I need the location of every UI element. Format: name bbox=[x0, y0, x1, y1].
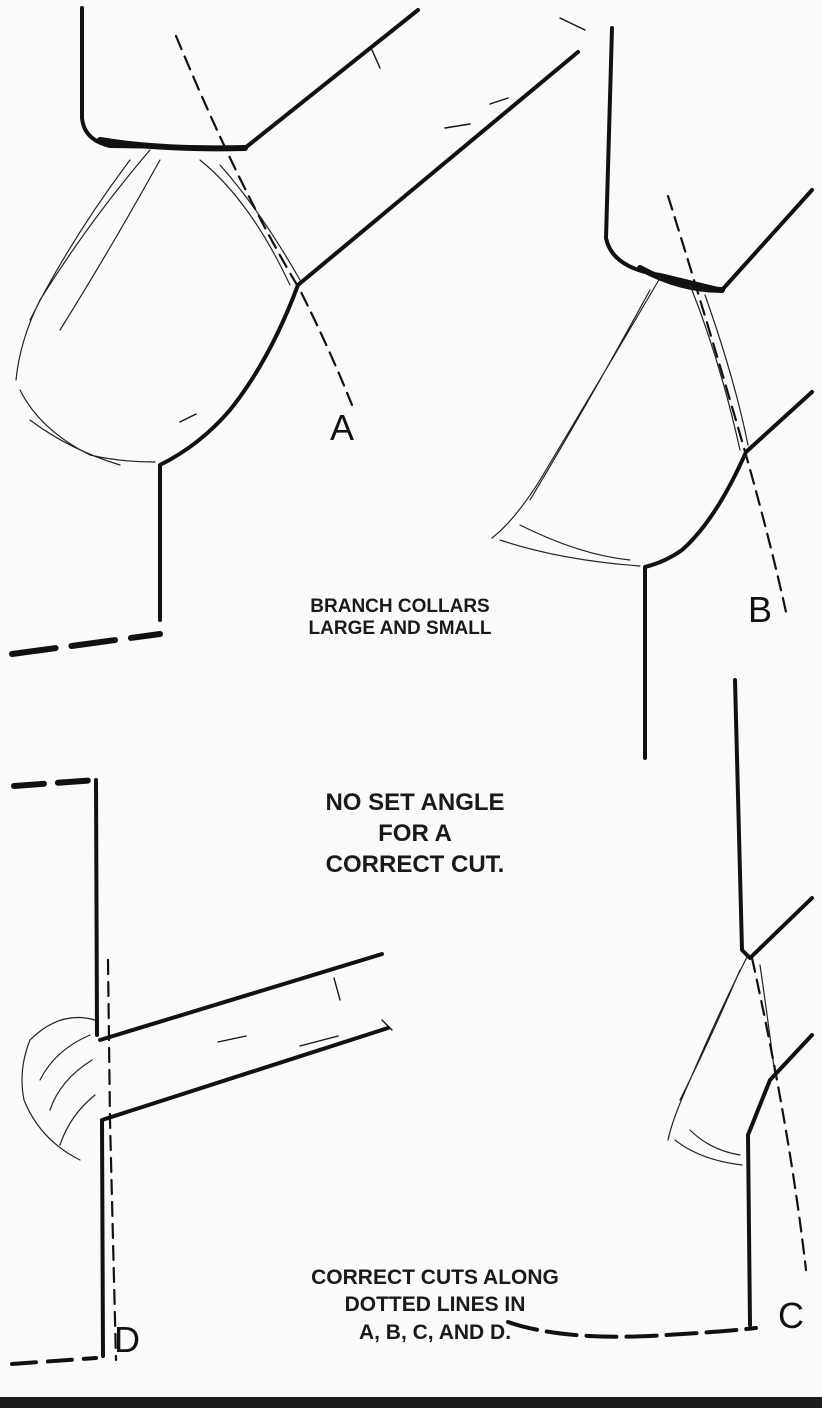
figure-c-branch-bottom-edge bbox=[746, 1033, 814, 1327]
figure-d-trunk-lower bbox=[100, 1120, 105, 1358]
figure-d-top-dash bbox=[11, 777, 99, 789]
caption-line: FOR A bbox=[378, 820, 452, 848]
figure-d-bottom-dash bbox=[10, 1356, 98, 1366]
figure-a-cut-line bbox=[174, 34, 354, 407]
figure-d bbox=[10, 777, 393, 1366]
figure-a-bark-marks bbox=[179, 17, 586, 423]
figure-b-collar-ridge bbox=[637, 265, 725, 293]
caption-line: LARGE AND SMALL bbox=[308, 618, 492, 640]
figure-b-label: B bbox=[748, 589, 772, 630]
figure-a-collar-hatching bbox=[15, 149, 301, 466]
caption-no-set-angle: NO SET ANGLE FOR A CORRECT CUT. bbox=[270, 787, 560, 881]
figure-c-collar-hatching bbox=[667, 954, 776, 1166]
figure-b-cut-line bbox=[666, 194, 788, 614]
figure-d-branch-top-edge bbox=[98, 952, 384, 1042]
figure-c-cut-line bbox=[750, 956, 808, 1272]
figure-d-bark-marks bbox=[217, 977, 393, 1047]
figure-a bbox=[9, 6, 586, 657]
caption-line: CORRECT CUTS ALONG bbox=[311, 1266, 559, 1289]
figure-d-label: D bbox=[114, 1319, 140, 1360]
figure-a-branch-top-edge bbox=[243, 8, 420, 150]
figure-c-trunk-outline bbox=[733, 678, 814, 960]
caption-line: NO SET ANGLE bbox=[325, 789, 505, 816]
figure-d-trunk-upper bbox=[94, 778, 99, 1037]
figure-d-collar-hatching bbox=[21, 1016, 96, 1161]
caption-correct-cuts: CORRECT CUTS ALONG DOTTED LINES IN A, B,… bbox=[270, 1264, 600, 1346]
figure-a-branch-bottom-edge bbox=[158, 50, 580, 622]
figure-c-label: C bbox=[778, 1295, 804, 1336]
figure-b-collar-hatching bbox=[491, 277, 749, 567]
caption-line: CORRECT CUT. bbox=[325, 851, 505, 879]
bottom-border-bar bbox=[0, 1397, 822, 1408]
figure-b bbox=[491, 26, 814, 760]
figure-c-bottom-dash bbox=[506, 1320, 758, 1339]
figure-a-label: A bbox=[330, 407, 354, 448]
figure-c bbox=[506, 678, 814, 1339]
caption-line: A, B, C, AND D. bbox=[358, 1320, 512, 1344]
figure-b-trunk-outline bbox=[604, 26, 724, 292]
figure-a-trunk-outline bbox=[80, 6, 247, 150]
caption-branch-collars: BRANCH COLLARS LARGE AND SMALL bbox=[270, 596, 530, 641]
caption-line: DOTTED LINES IN bbox=[344, 1293, 526, 1317]
figure-b-branch-bottom-edge bbox=[643, 390, 814, 760]
figure-b-branch-top-edge bbox=[720, 188, 814, 292]
figure-d-branch-bottom-edge bbox=[100, 1026, 390, 1122]
figure-a-bottom-dash bbox=[9, 631, 163, 657]
figure-d-cut-line bbox=[106, 958, 118, 1362]
caption-line: BRANCH COLLARS bbox=[310, 596, 490, 617]
